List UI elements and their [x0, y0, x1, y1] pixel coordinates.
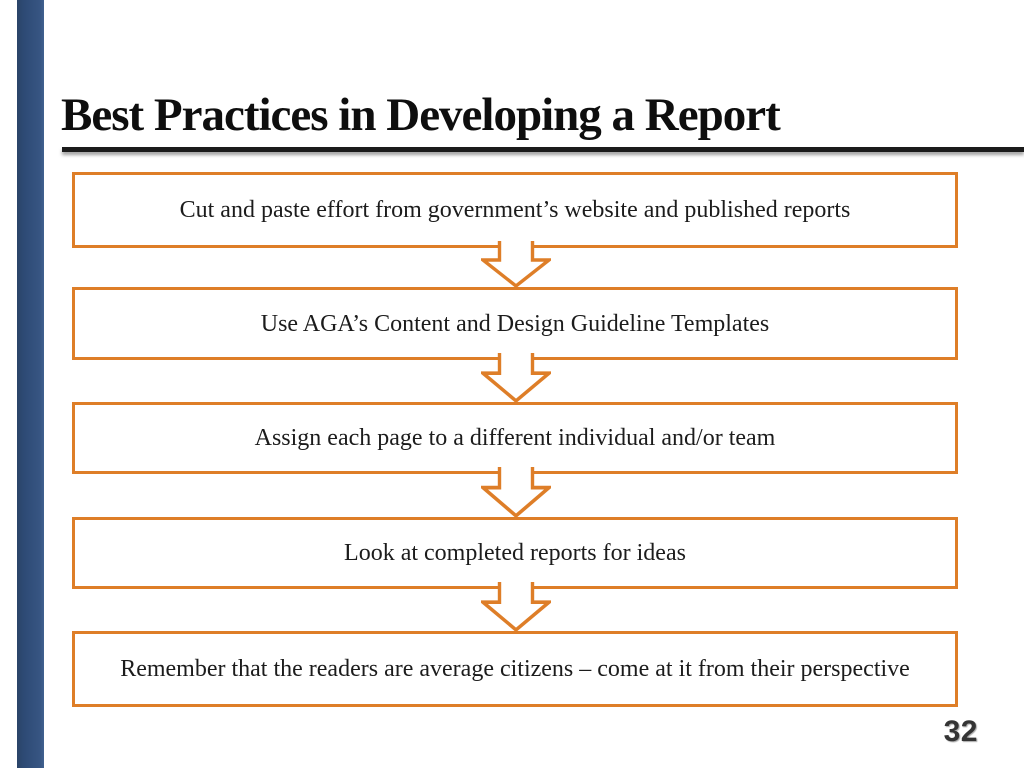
flow-step-box: Assign each page to a different individu… — [72, 402, 958, 474]
down-arrow-icon — [481, 582, 551, 632]
flow-step-box: Look at completed reports for ideas — [72, 517, 958, 589]
flow-step-label: Look at completed reports for ideas — [344, 540, 686, 566]
down-arrow-icon — [481, 353, 551, 403]
title-underline — [62, 147, 1024, 152]
flow-step-label: Assign each page to a different individu… — [254, 425, 776, 451]
down-arrow-icon — [481, 241, 551, 288]
flow-step-label: Remember that the readers are average ci… — [120, 655, 910, 682]
flow-step-label: Cut and paste effort from government’s w… — [179, 197, 851, 223]
flow-step-box: Use AGA’s Content and Design Guideline T… — [72, 287, 958, 360]
down-arrow-icon — [481, 467, 551, 518]
left-accent-bar — [17, 0, 44, 768]
page-number: 32 — [943, 715, 978, 748]
flow-step-box: Cut and paste effort from government’s w… — [72, 172, 958, 248]
flow-step-label: Use AGA’s Content and Design Guideline T… — [260, 310, 770, 337]
flow-step-box: Remember that the readers are average ci… — [72, 631, 958, 707]
page-title: Best Practices in Developing a Report — [61, 89, 781, 141]
